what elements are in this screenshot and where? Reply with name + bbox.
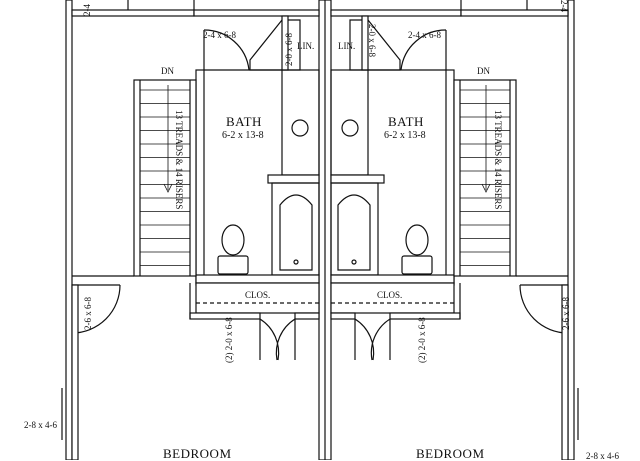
window-top-left: 2-4 <box>82 4 92 16</box>
closet-left <box>195 282 320 314</box>
window-size-right: 2-8 x 4-6 <box>586 451 619 461</box>
door-size-side-right: 2-6 x 6-8 <box>561 297 571 330</box>
stair-left <box>133 79 197 277</box>
door-size-side-left: 2-6 x 6-8 <box>83 297 93 330</box>
toilet-right <box>401 224 433 275</box>
closet-label-right: CLOS. <box>377 290 403 300</box>
linen-label-left: LIN. <box>297 41 315 51</box>
stair-note-left: 13 TREADS & 14 RISERS <box>174 110 184 210</box>
room-label-bedroom-right: BEDROOM <box>416 446 485 461</box>
toilet-left <box>217 224 249 275</box>
dn-label-left: DN <box>161 66 174 76</box>
room-label-bath-left: BATH <box>226 114 262 129</box>
stair-right <box>453 79 517 277</box>
room-label-bedroom-left: BEDROOM <box>163 446 232 461</box>
room-label-bath-right: BATH <box>388 114 424 129</box>
linen-door-size-right: 2-0 x 6-8 <box>367 24 377 57</box>
linen-door-size-left: 2-0 x 6-8 <box>284 33 294 66</box>
sink-right <box>341 119 359 137</box>
window-size-left: 2-8 x 4-6 <box>24 420 57 430</box>
closet-door-size-right: (2) 2-0 x 6-8 <box>417 317 427 363</box>
door-size-top-right: 2-4 x 6-8 <box>408 30 441 40</box>
door-size-top-left: 2-4 x 6-8 <box>203 30 236 40</box>
closet-door-size-left: (2) 2-0 x 6-8 <box>224 317 234 363</box>
sink-left <box>291 119 309 137</box>
dn-label-right: DN <box>477 66 490 76</box>
room-size-bath-left: 6-2 x 13-8 <box>222 130 264 141</box>
stair-note-right: 13 TREADS & 14 RISERS <box>493 110 503 210</box>
closet-label-left: CLOS. <box>245 290 271 300</box>
room-size-bath-right: 6-2 x 13-8 <box>384 130 426 141</box>
outer-wall-left <box>65 0 73 460</box>
outer-wall-right <box>567 0 575 460</box>
window-top-right: 2-4 <box>559 0 569 12</box>
linen-label-right: LIN. <box>338 41 356 51</box>
